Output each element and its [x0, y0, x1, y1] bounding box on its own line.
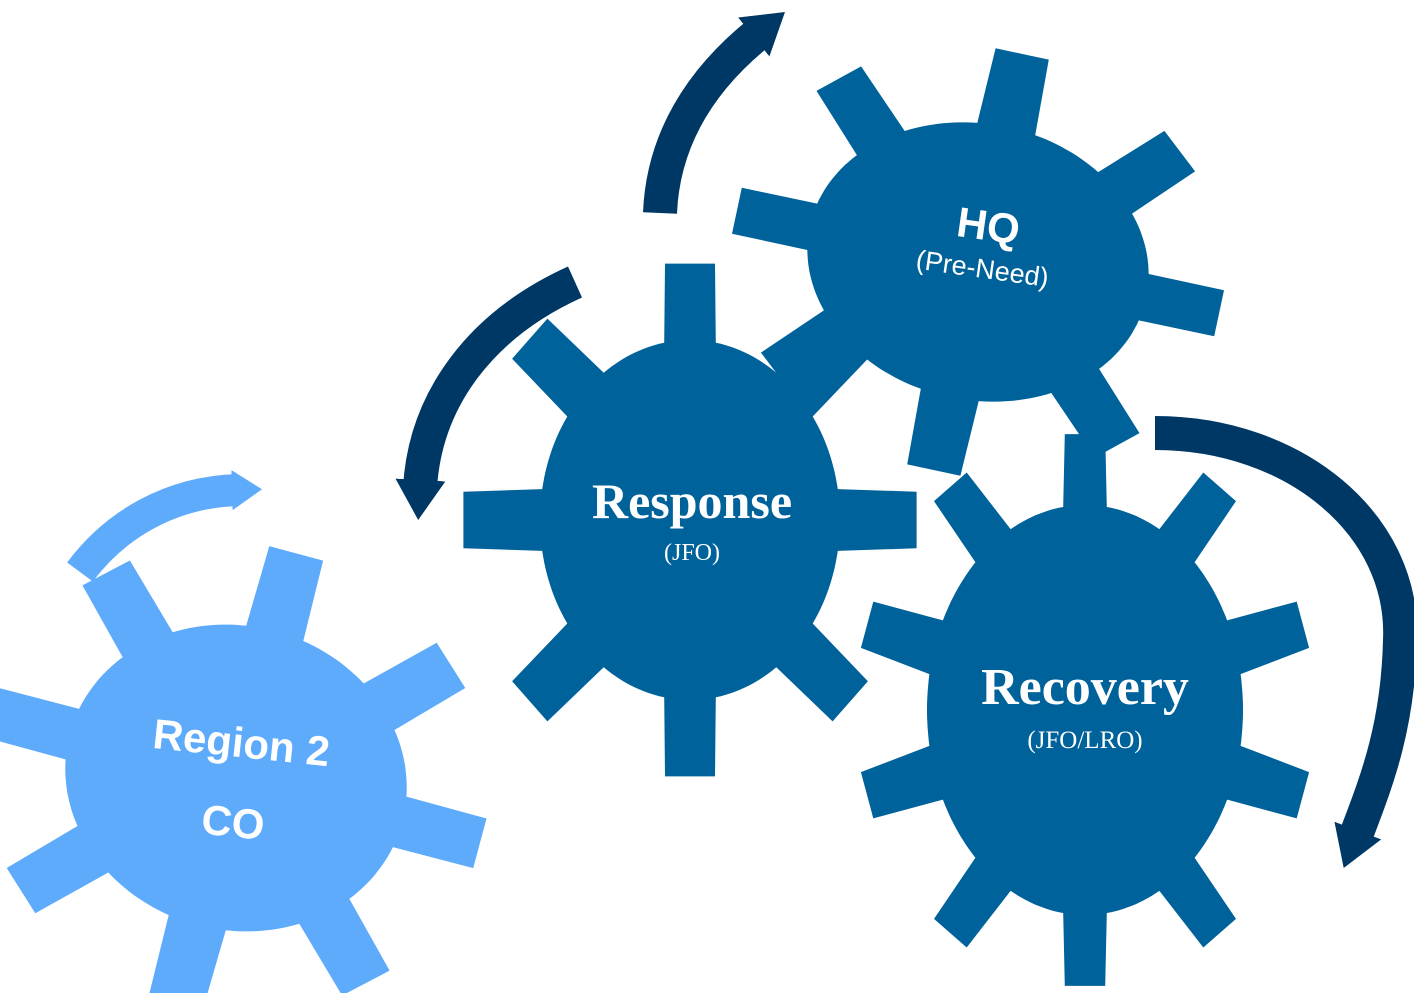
hq-title: HQ	[954, 198, 1023, 253]
gear-response	[463, 263, 917, 777]
arrow-right-down	[1154, 416, 1414, 868]
arrow-left-down	[395, 266, 583, 520]
gear-region	[0, 546, 487, 993]
gear-hq	[732, 48, 1224, 476]
gear-recovery	[860, 434, 1310, 986]
arrow-top-up	[643, 12, 785, 215]
arrow-region-light	[67, 470, 262, 582]
recovery-subtitle: (JFO/LRO)	[1027, 727, 1142, 754]
region-subtitle: CO	[199, 796, 267, 849]
recovery-title: Recovery	[981, 659, 1189, 716]
response-title: Response	[592, 473, 792, 529]
response-subtitle: (JFO)	[664, 540, 720, 566]
